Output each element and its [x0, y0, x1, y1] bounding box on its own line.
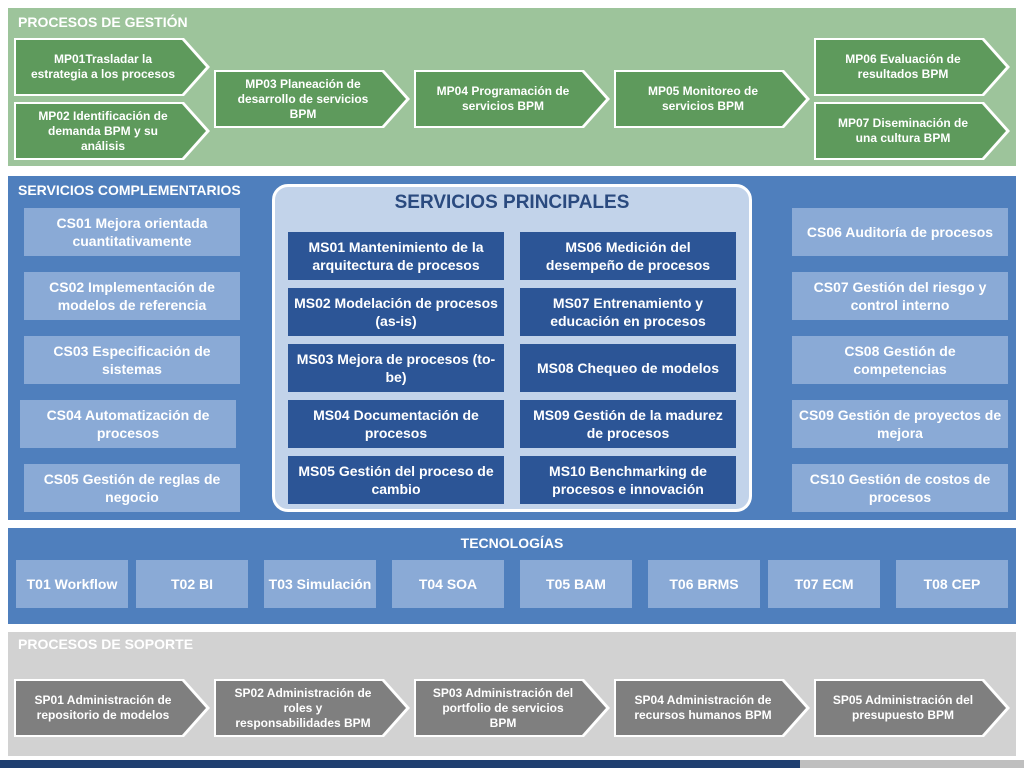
cs08-box: CS08 Gestión de competencias	[792, 336, 1008, 384]
mp02-arrow: MP02 Identificación de demanda BPM y su …	[14, 102, 210, 160]
ms01-box: MS01 Mantenimiento de la arquitectura de…	[288, 232, 504, 280]
cs06-box: CS06 Auditoría de procesos	[792, 208, 1008, 256]
cs02-box: CS02 Implementación de modelos de refere…	[24, 272, 240, 320]
ms07-box: MS07 Entrenamiento y educación en proces…	[520, 288, 736, 336]
t06-box: T06 BRMS	[648, 560, 760, 608]
ms08-box: MS08 Chequeo de modelos	[520, 344, 736, 392]
cs01-box: CS01 Mejora orientada cuantitativamente	[24, 208, 240, 256]
mp04-label: MP04 Programación de servicios BPM	[416, 72, 606, 126]
cs05-box: CS05 Gestión de reglas de negocio	[24, 464, 240, 512]
mp07-arrow: MP07 Diseminación de una cultura BPM	[814, 102, 1010, 160]
mp01-arrow: MP01Trasladar la estrategia a los proces…	[14, 38, 210, 96]
t08-box: T08 CEP	[896, 560, 1008, 608]
sp05-arrow: SP05 Administración del presupuesto BPM	[814, 679, 1010, 737]
ms05-box: MS05 Gestión del proceso de cambio	[288, 456, 504, 504]
sp03-label: SP03 Administración del portfolio de ser…	[416, 681, 606, 735]
mp03-arrow: MP03 Planeación de desarrollo de servici…	[214, 70, 410, 128]
sp01-label: SP01 Administración de repositorio de mo…	[16, 681, 206, 735]
sp03-arrow: SP03 Administración del portfolio de ser…	[414, 679, 610, 737]
mp01-label: MP01Trasladar la estrategia a los proces…	[16, 40, 206, 94]
t04-box: T04 SOA	[392, 560, 504, 608]
ms10-box: MS10 Benchmarking de procesos e innovaci…	[520, 456, 736, 504]
t05-box: T05 BAM	[520, 560, 632, 608]
sp05-label: SP05 Administración del presupuesto BPM	[816, 681, 1006, 735]
mp02-label: MP02 Identificación de demanda BPM y su …	[16, 104, 206, 158]
principales-title: SERVICIOS PRINCIPALES	[394, 192, 630, 213]
cs09-box: CS09 Gestión de proyectos de mejora	[792, 400, 1008, 448]
soporte-title: PROCESOS DE SOPORTE	[18, 636, 194, 652]
mp05-arrow: MP05 Monitoreo de servicios BPM	[614, 70, 810, 128]
ms03-box: MS03 Mejora de procesos (to-be)	[288, 344, 504, 392]
sp02-label: SP02 Administración de roles y responsab…	[216, 681, 406, 735]
cs10-box: CS10 Gestión de costos de procesos	[792, 464, 1008, 512]
t07-box: T07 ECM	[768, 560, 880, 608]
ms09-box: MS09 Gestión de la madurez de procesos	[520, 400, 736, 448]
footer-bar-gray	[800, 760, 1024, 768]
cs04-box: CS04 Automatización de procesos	[20, 400, 236, 448]
sp04-label: SP04 Administración de recursos humanos …	[616, 681, 806, 735]
t01-box: T01 Workflow	[16, 560, 128, 608]
t02-box: T02 BI	[136, 560, 248, 608]
mp06-label: MP06 Evaluación de resultados BPM	[816, 40, 1006, 94]
footer-bar-blue	[0, 760, 800, 768]
sp02-arrow: SP02 Administración de roles y responsab…	[214, 679, 410, 737]
cs07-box: CS07 Gestión del riesgo y control intern…	[792, 272, 1008, 320]
t03-box: T03 Simulación	[264, 560, 376, 608]
complementarios-title: SERVICIOS COMPLEMENTARIOS	[18, 182, 241, 198]
mp06-arrow: MP06 Evaluación de resultados BPM	[814, 38, 1010, 96]
mp04-arrow: MP04 Programación de servicios BPM	[414, 70, 610, 128]
mp03-label: MP03 Planeación de desarrollo de servici…	[216, 72, 406, 126]
mp05-label: MP05 Monitoreo de servicios BPM	[616, 72, 806, 126]
cs03-box: CS03 Especificación de sistemas	[24, 336, 240, 384]
mp07-label: MP07 Diseminación de una cultura BPM	[816, 104, 1006, 158]
sp04-arrow: SP04 Administración de recursos humanos …	[614, 679, 810, 737]
gestion-title: PROCESOS DE GESTIÓN	[18, 14, 188, 30]
sp01-arrow: SP01 Administración de repositorio de mo…	[14, 679, 210, 737]
ms04-box: MS04 Documentación de procesos	[288, 400, 504, 448]
ms06-box: MS06 Medición del desempeño de procesos	[520, 232, 736, 280]
tecnologias-title: TECNOLOGÍAS	[460, 535, 564, 551]
ms02-box: MS02 Modelación de procesos (as-is)	[288, 288, 504, 336]
